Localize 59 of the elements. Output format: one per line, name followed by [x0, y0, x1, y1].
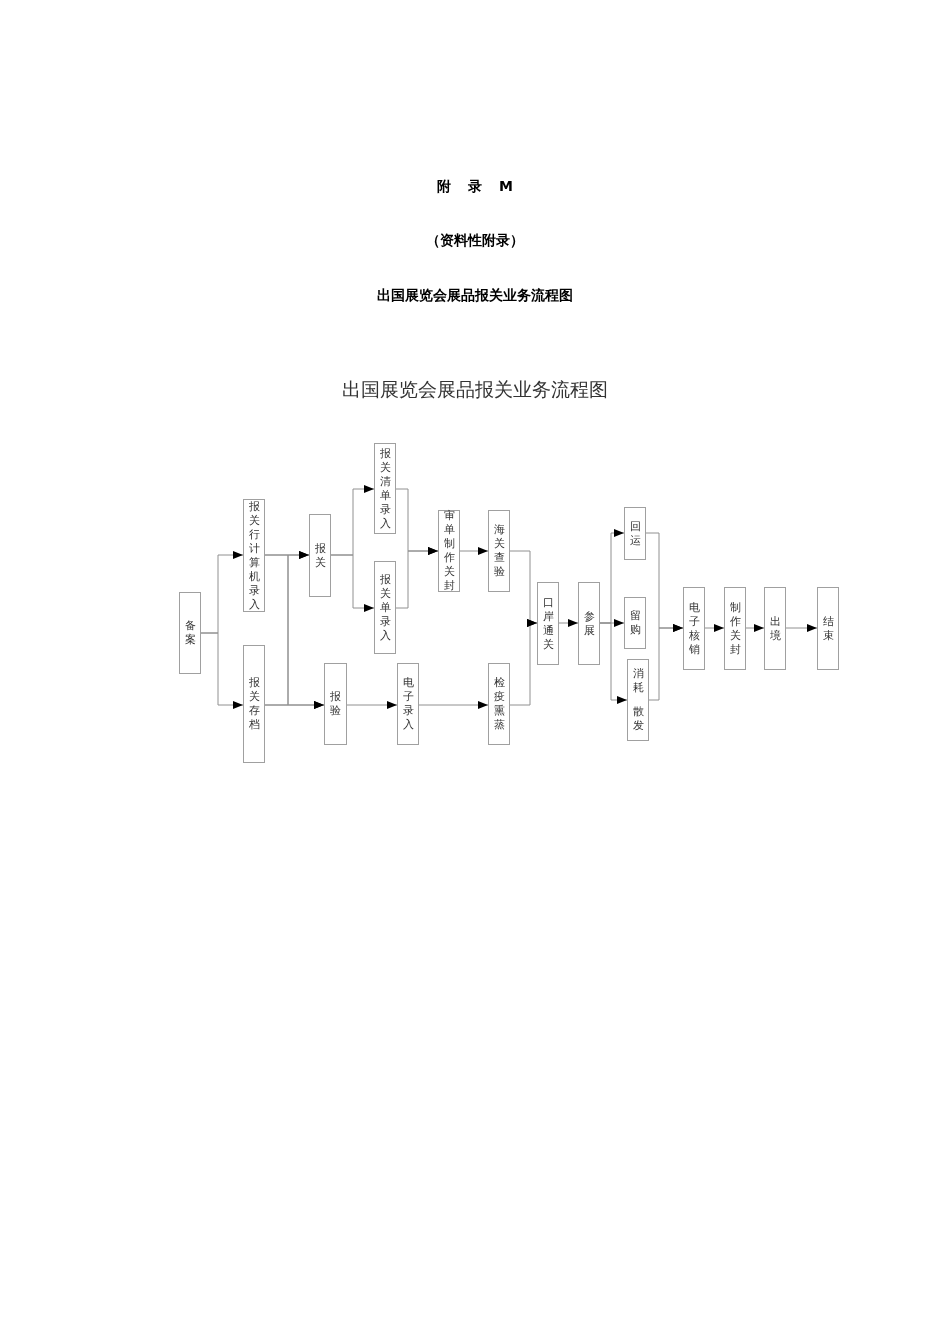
process-box [578, 582, 600, 665]
process-box [624, 597, 646, 649]
box-label: 海关查验 [493, 523, 505, 579]
diagram-title: 出国展览会展品报关业务流程图 [341, 377, 609, 402]
arrow [599, 622, 628, 704]
process-box [324, 663, 347, 745]
box-label: 备案 [184, 619, 196, 647]
box-label: 口岸通关 [542, 595, 554, 652]
box-label: 电子核销 [688, 600, 700, 657]
process-box [683, 587, 705, 670]
process-box [488, 663, 510, 745]
arrow [509, 619, 538, 706]
box-label: 回运 [629, 519, 641, 548]
arrow [418, 701, 489, 709]
box-label: 报关清单录入 [379, 446, 391, 531]
process-box [309, 514, 331, 597]
box-label: 参展 [583, 609, 595, 638]
box-label: 出境 [769, 614, 781, 643]
arrow [330, 554, 375, 612]
process-box [624, 507, 646, 560]
arrow [459, 547, 489, 555]
box-label: 结束 [822, 614, 834, 643]
box-label: 报验 [329, 690, 342, 718]
subtitle: （资料性附录） [425, 232, 525, 250]
arrow [785, 624, 818, 632]
process-box [488, 510, 510, 592]
process-box [374, 561, 396, 654]
process-box [537, 582, 559, 665]
process-box [817, 587, 839, 670]
arrow [745, 624, 765, 632]
box-label: 留购 [629, 609, 641, 637]
process-box [627, 659, 649, 741]
box-label: 散发 [632, 705, 644, 733]
arrow [558, 619, 579, 627]
process-box [179, 592, 201, 674]
box-label: 制作关封 [729, 600, 741, 657]
arrow [346, 701, 398, 709]
arrow [704, 624, 725, 632]
page-heading: 出国展览会展品报关业务流程图 [376, 287, 574, 305]
process-box [724, 587, 746, 670]
box-label: 报关行计算机录入 [248, 499, 260, 612]
box-label: 审单制作关封 [443, 509, 455, 593]
box-label: 电子录入 [402, 676, 414, 732]
box-label: 报关 [314, 541, 326, 570]
process-box [243, 499, 265, 612]
box-label: 报关单录入 [379, 572, 391, 643]
process-box [397, 663, 419, 745]
box-label: 消耗 [632, 667, 644, 695]
arrow [648, 624, 684, 701]
arrow [200, 632, 244, 709]
appendix-heading: 附 录 M [436, 178, 514, 196]
process-box [438, 510, 460, 592]
box-label: 报关存档 [248, 676, 260, 732]
arrow [395, 547, 439, 609]
process-box [374, 443, 396, 534]
arrow [264, 701, 325, 709]
process-box [764, 587, 786, 670]
box-label: 检疫熏蒸 [493, 676, 505, 732]
process-box [243, 645, 265, 763]
